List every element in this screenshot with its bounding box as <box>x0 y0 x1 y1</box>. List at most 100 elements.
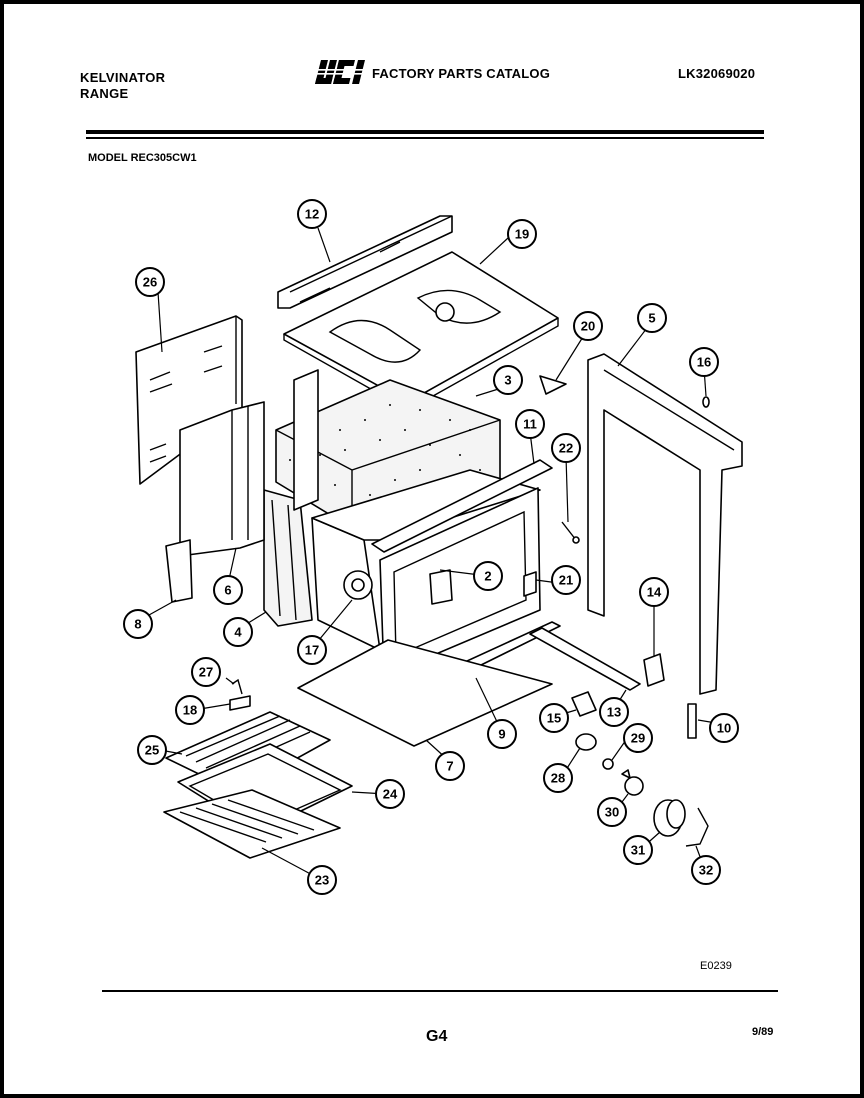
part-bracket-20 <box>539 375 567 395</box>
callout-28: 28 <box>543 763 573 793</box>
callout-label: 5 <box>648 311 655 326</box>
callout-label: 8 <box>134 617 141 632</box>
part-oven-liner <box>311 469 541 651</box>
brand-name: KELVINATOR <box>80 70 166 85</box>
callout-label: 16 <box>697 355 711 370</box>
callout-label: 13 <box>607 705 621 720</box>
callout-31: 31 <box>623 835 653 865</box>
callout-label: 22 <box>559 441 573 456</box>
callout-26: 26 <box>135 267 165 297</box>
callout-27: 27 <box>191 657 221 687</box>
callout-7: 7 <box>435 751 465 781</box>
callout-label: 4 <box>234 625 242 640</box>
callout-10: 10 <box>709 713 739 743</box>
part-oven-rack <box>163 789 341 859</box>
callout-label: 26 <box>143 275 157 290</box>
callout-17: 17 <box>297 635 327 665</box>
callout-15: 15 <box>539 703 569 733</box>
wci-logo <box>315 60 366 84</box>
callout-label: 7 <box>446 759 453 774</box>
part-top-trim <box>277 215 453 309</box>
callout-label: 3 <box>504 373 511 388</box>
part-wire-32 <box>685 807 709 847</box>
footer-rule <box>102 990 778 992</box>
catalog-title: FACTORY PARTS CATALOG <box>372 66 551 81</box>
callout-label: 30 <box>605 805 619 820</box>
catalog-number: LK32069020 <box>678 66 756 81</box>
part-wire-27 <box>231 678 243 695</box>
callout-label: 32 <box>699 863 713 878</box>
callout-5: 5 <box>637 303 667 333</box>
part-block-18 <box>229 695 251 711</box>
part-rail <box>529 627 641 691</box>
callout-19: 19 <box>507 219 537 249</box>
callout-6: 6 <box>213 575 243 605</box>
brand-block: KELVINATOR RANGE <box>80 70 165 102</box>
callout-label: 9 <box>498 727 505 742</box>
callout-14: 14 <box>639 577 669 607</box>
callout-label: 6 <box>224 583 231 598</box>
callout-32: 32 <box>691 855 721 885</box>
callout-8: 8 <box>123 609 153 639</box>
callout-18: 18 <box>175 695 205 725</box>
callout-label: 18 <box>183 703 197 718</box>
callout-label: 12 <box>305 207 319 222</box>
callout-label: 11 <box>523 417 537 432</box>
callout-3: 3 <box>493 365 523 395</box>
callout-label: 25 <box>145 743 159 758</box>
callout-13: 13 <box>599 697 629 727</box>
callout-2: 2 <box>473 561 503 591</box>
part-door-trim <box>371 459 553 553</box>
callout-24: 24 <box>375 779 405 809</box>
part-oven-door <box>379 487 541 677</box>
callout-9: 9 <box>487 719 517 749</box>
callout-12: 12 <box>297 199 327 229</box>
part-cooktop <box>283 251 559 412</box>
callout-11: 11 <box>515 409 545 439</box>
part-hinge <box>523 571 537 597</box>
callout-29: 29 <box>623 723 653 753</box>
part-screw-22 <box>561 521 580 544</box>
part-bottom-panel <box>297 639 553 747</box>
callout-4: 4 <box>223 617 253 647</box>
callout-label: 15 <box>547 711 561 726</box>
part-side-panel <box>179 369 319 557</box>
callout-label: 31 <box>631 843 645 858</box>
callout-20: 20 <box>573 311 603 341</box>
header-rule-thin <box>86 137 764 139</box>
part-clip <box>702 396 710 408</box>
callout-label: 24 <box>383 787 398 802</box>
model-label: MODEL REC305CW1 <box>88 152 197 164</box>
callout-label: 29 <box>631 731 645 746</box>
part-leg-bracket <box>165 539 193 603</box>
part-terminal <box>571 691 597 717</box>
page-number: G4 <box>426 1028 448 1045</box>
callout-label: 19 <box>515 227 529 242</box>
callout-label: 2 <box>484 569 491 584</box>
callout-label: 17 <box>305 643 319 658</box>
date-code: 9/89 <box>752 1026 774 1038</box>
part-back-panel <box>135 315 243 485</box>
part-bracket-14 <box>643 653 665 687</box>
callout-label: 20 <box>581 319 595 334</box>
callout-22: 22 <box>551 433 581 463</box>
callout-25: 25 <box>137 735 167 765</box>
part-socket-29 <box>602 758 614 770</box>
part-right-side-panel <box>587 353 743 695</box>
diagram-code: E0239 <box>700 960 732 972</box>
callout-label: 10 <box>717 721 731 736</box>
part-lens-31 <box>653 799 686 837</box>
callout-label: 28 <box>551 771 565 786</box>
callout-16: 16 <box>689 347 719 377</box>
product-type: RANGE <box>80 86 129 101</box>
callout-23: 23 <box>307 865 337 895</box>
part-side-insulation <box>263 489 313 627</box>
part-knob-28 <box>575 733 597 751</box>
callout-label: 27 <box>199 665 213 680</box>
callout-30: 30 <box>597 797 627 827</box>
header-rule-thick <box>86 130 764 134</box>
part-bolt <box>687 703 697 739</box>
callout-label: 21 <box>559 573 573 588</box>
callout-label: 23 <box>315 873 329 888</box>
